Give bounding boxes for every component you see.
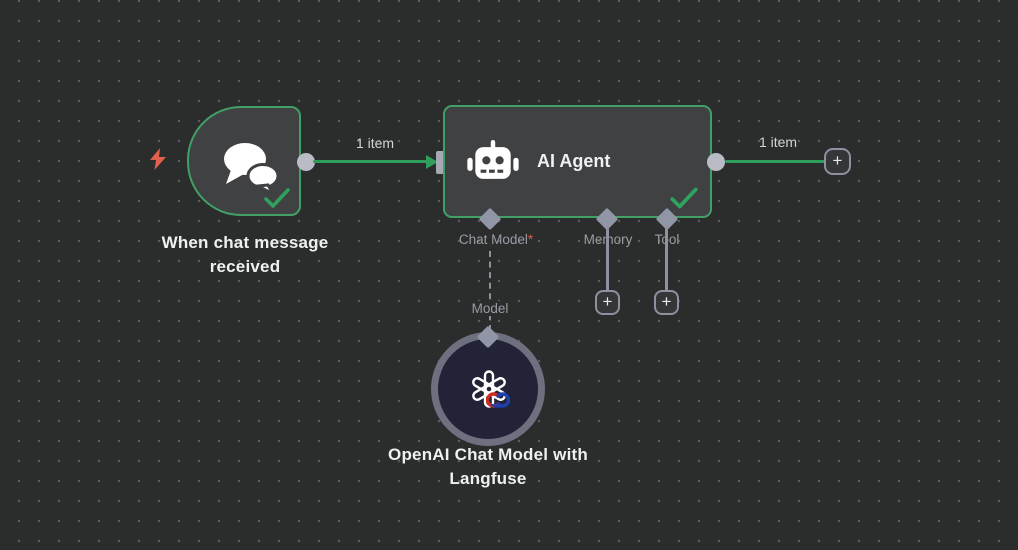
edge-agent-output — [725, 160, 825, 163]
agent-title: AI Agent — [537, 151, 611, 171]
required-asterisk: * — [527, 232, 534, 247]
success-check-icon — [264, 188, 290, 208]
add-next-node-button[interactable]: + — [824, 148, 851, 175]
memory-stub-line — [606, 226, 609, 291]
edge-chat-model-to-openai — [489, 251, 491, 331]
model-connection-label: Model — [455, 301, 525, 316]
langfuse-badge-icon — [486, 392, 510, 408]
agent-chat-model-label: Chat Model* — [458, 232, 534, 247]
openai-logo-icon — [472, 370, 506, 408]
node-when-chat-message-received[interactable] — [187, 106, 301, 216]
agent-input-endpoint[interactable] — [436, 151, 445, 174]
trigger-node-label: When chat message received — [161, 233, 329, 276]
openai-node-label: OpenAI Chat Model with Langfuse — [388, 445, 588, 488]
edge-arrowhead — [426, 155, 438, 169]
edge-items-label: 1 item — [355, 135, 395, 151]
tool-stub-line — [665, 226, 668, 291]
edge-trigger-to-agent — [313, 160, 431, 163]
add-tool-button[interactable]: + — [654, 290, 679, 315]
robot-icon — [467, 140, 519, 179]
add-memory-button[interactable]: + — [595, 290, 620, 315]
node-ai-agent[interactable]: AI Agent — [443, 105, 712, 218]
agent-output-endpoint[interactable] — [707, 153, 725, 171]
success-check-icon — [670, 187, 698, 209]
trigger-bolt-icon — [150, 148, 166, 170]
chat-bubbles-icon — [224, 143, 280, 196]
edge-items-label: 1 item — [758, 134, 798, 150]
trigger-output-endpoint[interactable] — [297, 153, 315, 171]
